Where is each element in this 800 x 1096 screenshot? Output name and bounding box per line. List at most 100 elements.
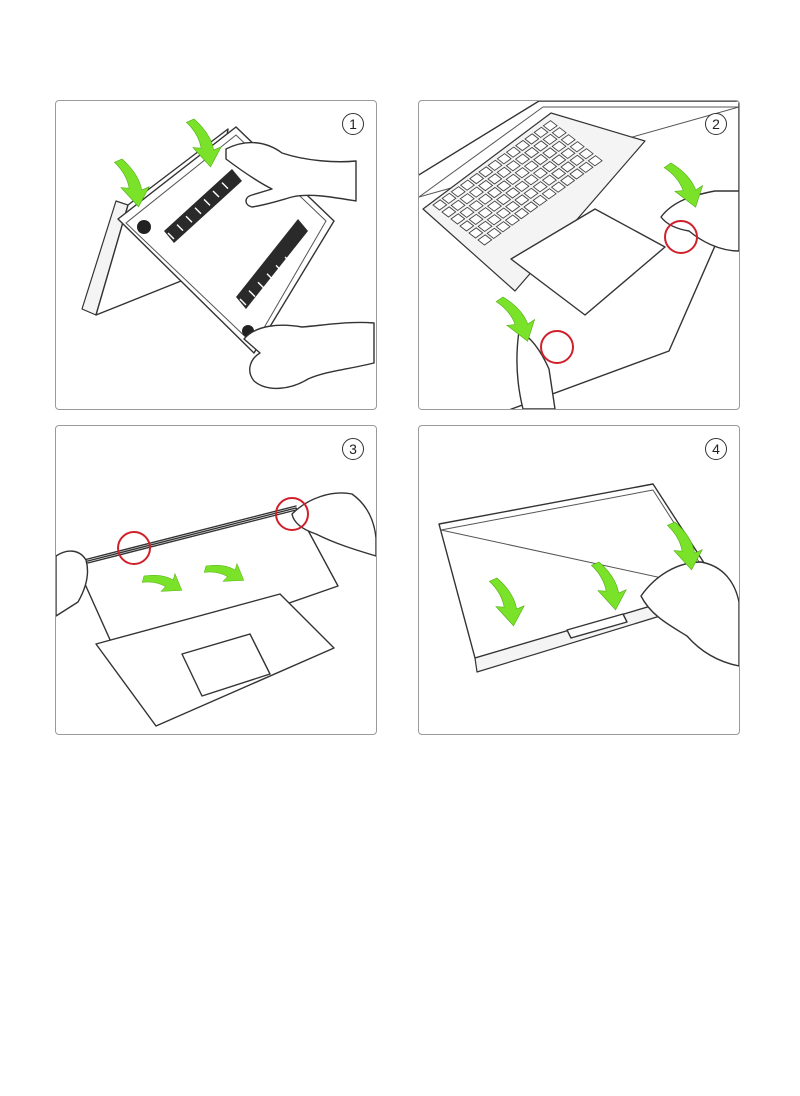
keyboard-key <box>468 227 484 239</box>
vent-grid-bottom <box>236 219 308 309</box>
keyboard-key <box>578 148 594 160</box>
keyboard-key <box>514 153 531 165</box>
keyboard <box>422 112 646 292</box>
keyboard-key <box>432 199 448 211</box>
vent-slot <box>293 248 301 256</box>
keyboard-key <box>551 127 567 139</box>
step-1-illustration <box>81 114 375 389</box>
trackpad <box>510 208 666 316</box>
keyboard-key <box>505 173 521 186</box>
hand-left <box>56 550 89 617</box>
keyboard-key <box>542 120 558 132</box>
keyboard-key <box>524 133 540 145</box>
keyboard-key <box>533 126 549 139</box>
keyboard-key <box>551 154 567 166</box>
keyboard-key <box>505 146 522 158</box>
keyboard-key <box>505 187 521 199</box>
keyboard-key <box>542 133 558 146</box>
keyboard-key <box>468 186 485 198</box>
hinge-notch <box>566 613 628 639</box>
vent-slot <box>194 207 202 215</box>
keyboard-key <box>468 200 484 212</box>
step-number-badge: 1 <box>342 113 364 135</box>
keyboard-key <box>487 159 503 172</box>
keyboard-key <box>504 214 521 226</box>
vent-slot <box>266 273 274 281</box>
keyboard-key <box>486 227 502 240</box>
vent-slot <box>257 281 265 289</box>
keyboard-key <box>560 134 576 146</box>
keyboard-key <box>450 213 466 225</box>
vent-slot <box>275 264 283 272</box>
keyboard-key <box>578 161 594 174</box>
keyboard-key <box>496 166 512 179</box>
keyboard-key <box>560 174 576 187</box>
trackpad <box>181 633 271 697</box>
keyboard-key <box>478 166 494 178</box>
keyboard-key <box>532 181 548 193</box>
step-4-panel: 4 <box>418 425 740 735</box>
keyboard-key <box>478 179 494 192</box>
keyboard-key <box>487 173 503 185</box>
step-4-illustration <box>438 483 739 673</box>
step-2-panel: 2 <box>418 100 740 410</box>
keyboard-key <box>496 153 512 165</box>
keyboard-key <box>560 161 576 173</box>
keyboard-key <box>514 180 530 193</box>
vent-slot <box>167 232 175 240</box>
keyboard-key <box>533 140 549 152</box>
keyboard-key <box>514 167 530 179</box>
vent-slot <box>203 198 211 206</box>
keyboard-key <box>542 160 558 173</box>
keyboard-key <box>532 194 548 207</box>
step-number-badge: 4 <box>705 438 727 460</box>
vent-slot <box>221 182 229 190</box>
keyboard-key <box>523 187 539 200</box>
step-3-panel: 3 <box>55 425 377 735</box>
keyboard-key <box>469 172 485 185</box>
vent-slot <box>176 224 184 232</box>
keyboard-key <box>495 207 512 219</box>
keyboard-key <box>550 181 567 193</box>
keyboard-key <box>551 167 567 180</box>
step-2-illustration <box>419 101 739 409</box>
keyboard-key <box>496 193 512 206</box>
vent-slot <box>284 256 292 264</box>
keyboard-key <box>569 154 585 167</box>
keyboard-key <box>532 167 549 179</box>
hand-left <box>516 330 556 409</box>
keyboard-key <box>486 200 503 212</box>
step-3-illustration <box>56 492 376 727</box>
keyboard-key <box>477 207 493 219</box>
hand-right <box>640 561 739 667</box>
keyboard-key <box>450 199 466 212</box>
keyboard-key <box>587 155 603 167</box>
keyboard-key <box>541 174 558 186</box>
vent-grid-top <box>164 169 242 243</box>
keyboard-key <box>487 186 503 199</box>
hand-bottom <box>243 321 375 389</box>
red-circle-highlight-icon <box>275 497 309 531</box>
keyboard-key <box>450 186 466 198</box>
keyboard-key <box>505 160 521 172</box>
red-circle-highlight-icon <box>664 220 698 254</box>
keyboard-key <box>477 220 493 233</box>
keyboard-key <box>459 193 475 205</box>
hand-top <box>225 142 357 208</box>
keyboard-key <box>514 207 530 220</box>
keyboard-key <box>505 200 521 213</box>
keyboard-key <box>542 147 558 159</box>
vent-slot <box>212 190 220 198</box>
keyboard-key <box>459 206 475 219</box>
step-number-badge: 2 <box>705 113 727 135</box>
vent-slot <box>248 290 256 298</box>
keyboard-key <box>441 206 457 218</box>
keyboard-key <box>515 139 531 152</box>
keyboard-key <box>468 213 484 226</box>
keyboard-key <box>523 174 539 186</box>
keyboard-key <box>459 179 476 191</box>
keyboard-key <box>533 153 549 166</box>
step-1-panel: 1 <box>55 100 377 410</box>
red-circle-highlight-icon <box>117 531 151 565</box>
keyboard-key <box>523 201 539 213</box>
